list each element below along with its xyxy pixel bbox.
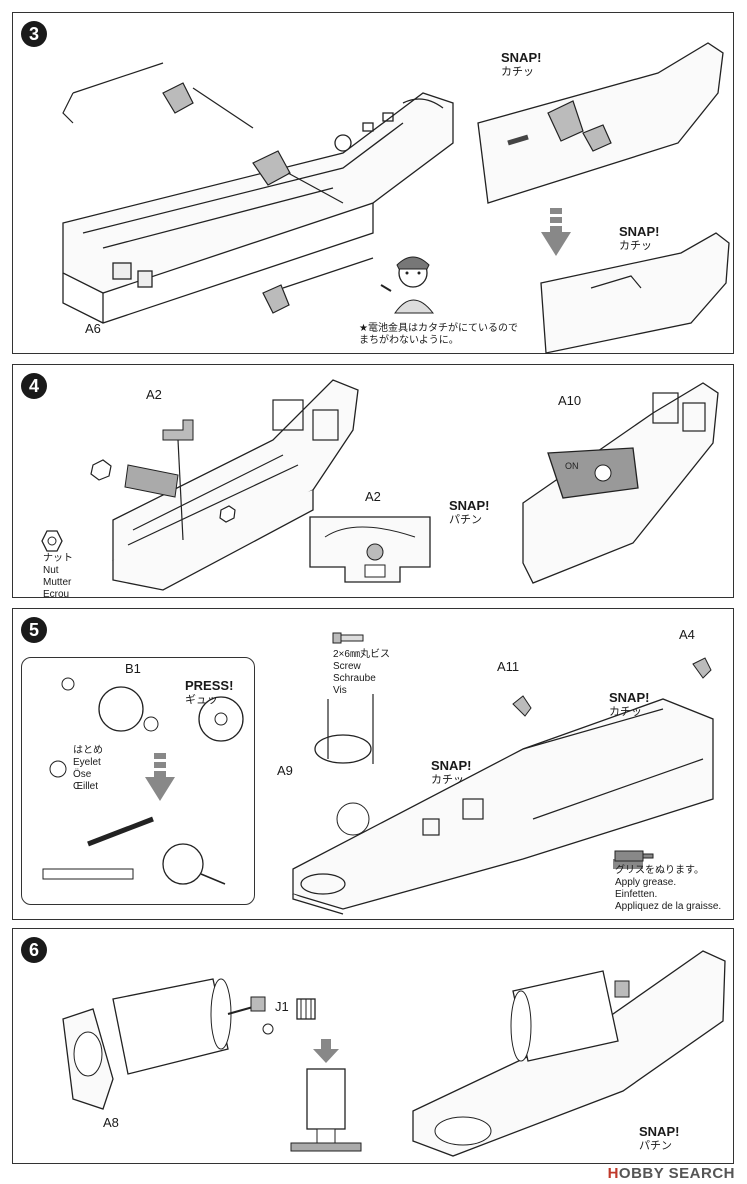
battery-terminal-note: ★電池金具はカタチがにているので まちがわないように。	[359, 323, 518, 346]
down-arrow-icon	[145, 753, 175, 801]
step-3-badge: 3	[21, 21, 47, 47]
snap-detail-drawing	[477, 42, 724, 204]
screw-icon	[332, 632, 364, 644]
hobby-search-watermark: HOBBY SEARCH	[608, 1165, 735, 1182]
step-5-panel: 5 B1 PRESS! ギュッ はとめ Eyelet Öse Œillet	[12, 608, 734, 920]
eyelet-label: はとめ Eyelet Öse Œillet	[73, 745, 103, 792]
pinion-gear-icon	[296, 998, 316, 1020]
step-6-panel: 6 J1 A8 SNAP! パチン	[12, 928, 734, 1164]
watermark-prefix: H	[607, 1165, 619, 1182]
part-label-a11: A11	[497, 659, 520, 674]
chassis-rear-drawing	[90, 379, 359, 591]
snap-result-drawing	[540, 232, 730, 354]
part-label-a8: A8	[103, 1115, 119, 1130]
snap-callout-4: SNAP! カチッ	[431, 758, 472, 786]
snap-callout-2: SNAP! カチッ	[619, 224, 660, 252]
part-label-a10: A10	[558, 393, 582, 408]
step-3-panel: 3 A6	[12, 12, 734, 354]
step-4-panel: 4 A2 ナット Nut Mutter Ecrou	[12, 364, 734, 600]
part-label-j1: J1	[275, 999, 289, 1014]
down-arrow-icon	[541, 208, 571, 256]
step-6-badge: 6	[21, 937, 47, 963]
press-callout: PRESS! ギュッ	[185, 678, 234, 706]
plate-on-label: ON	[565, 461, 579, 471]
a2-inset-drawing	[309, 516, 431, 583]
part-label-a9: A9	[277, 763, 293, 778]
chassis-motor-drawing	[412, 950, 726, 1157]
chassis-drawing	[62, 62, 454, 324]
mascot-icon	[380, 256, 435, 314]
part-label-a6: A6	[85, 321, 101, 336]
nut-label: ナット Nut Mutter Ecrou	[43, 553, 73, 600]
grease-label: グリスをぬります。 Apply grease. Einfetten. Appli…	[615, 865, 722, 912]
chassis-front-drawing	[292, 657, 714, 915]
part-label-a2-inset: A2	[365, 489, 381, 504]
bearing-drawing	[42, 677, 244, 885]
snap-callout-3: SNAP! パチン	[449, 498, 490, 526]
step-5-badge: 5	[21, 617, 47, 643]
a10-assembly-drawing: ON	[522, 382, 719, 584]
snap-callout-6: SNAP! パチン	[639, 1124, 680, 1152]
part-label-a4: A4	[679, 627, 695, 642]
snap-callout-1: SNAP! カチッ	[501, 50, 542, 78]
snap-callout-5: SNAP! カチッ	[609, 690, 650, 718]
watermark-text: OBBY SEARCH	[618, 1165, 735, 1182]
nut-icon	[41, 530, 63, 552]
screw-label: 2×6㎜丸ビス Screw Schraube Vis	[333, 649, 390, 696]
motor-drawing	[62, 978, 274, 1110]
part-label-b1: B1	[125, 661, 141, 676]
part-label-a2: A2	[146, 387, 162, 402]
grease-tube-icon	[614, 850, 654, 862]
motor-press-drawing	[290, 1039, 362, 1152]
step-4-badge: 4	[21, 373, 47, 399]
